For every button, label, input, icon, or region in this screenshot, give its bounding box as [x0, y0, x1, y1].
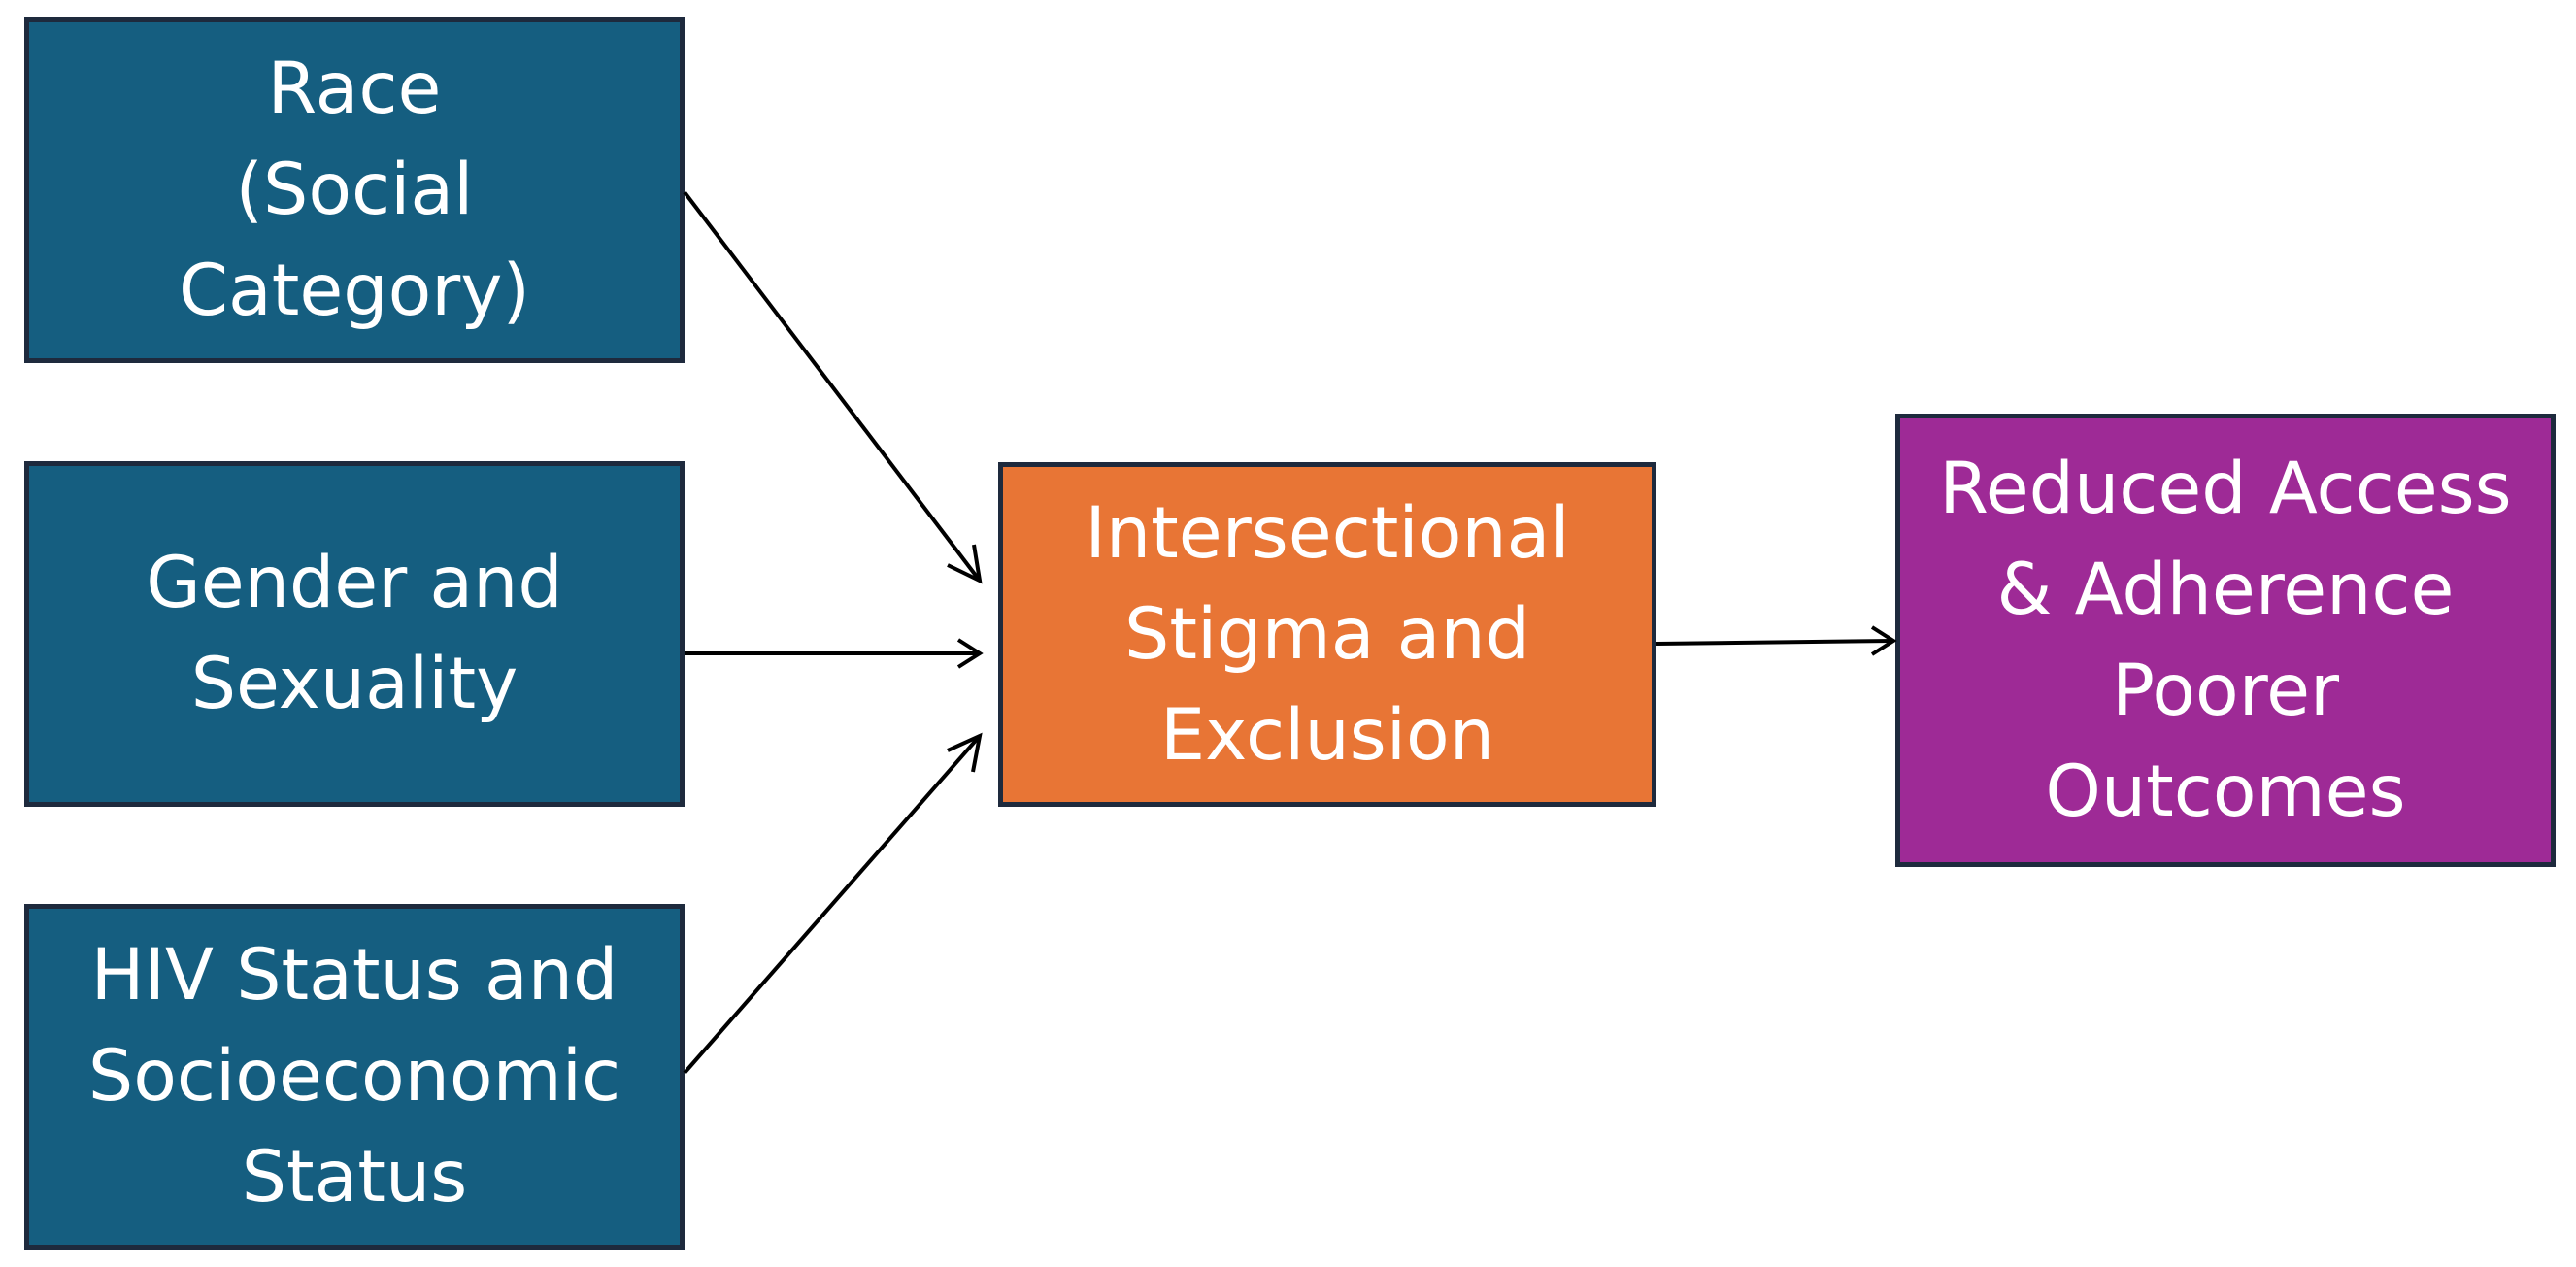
node-race: Race (Social Category)	[24, 17, 685, 363]
node-hiv-line-2: Socioeconomic	[87, 1035, 621, 1117]
node-intersectional-stigma: Intersectional Stigma and Exclusion	[998, 462, 1656, 807]
node-hiv-line-3: Status	[241, 1136, 468, 1218]
node-outcomes: Reduced Access & Adherence Poorer Outcom…	[1895, 414, 2556, 867]
node-hiv-ses-label: HIV Status and Socioeconomic Status	[29, 925, 680, 1228]
arrow-stigma-to-outcomes	[1656, 625, 1897, 656]
node-stigma-line-3: Exclusion	[1160, 693, 1494, 777]
node-outcome-line-1: Reduced Access	[1939, 447, 2512, 530]
node-outcome-line-4: Outcomes	[2045, 750, 2406, 833]
node-gender-line-2: Sexuality	[190, 643, 519, 725]
node-gender-sexuality: Gender and Sexuality	[24, 461, 685, 807]
node-intersectional-stigma-label: Intersectional Stigma and Exclusion	[1003, 483, 1652, 786]
node-hiv-line-1: HIV Status and	[90, 934, 619, 1017]
node-race-line-1: Race	[267, 48, 442, 130]
node-stigma-line-1: Intersectional	[1085, 491, 1570, 575]
arrow-gender-to-stigma	[685, 638, 984, 669]
node-outcomes-label: Reduced Access & Adherence Poorer Outcom…	[1900, 439, 2551, 843]
arrow-race-to-stigma	[683, 190, 983, 584]
node-gender-sexuality-label: Gender and Sexuality	[29, 533, 680, 735]
arrow-hiv-to-stigma	[683, 732, 983, 1075]
node-gender-line-1: Gender and	[146, 542, 563, 624]
node-race-line-2: (Social	[235, 149, 474, 231]
node-race-line-3: Category)	[179, 250, 530, 332]
node-stigma-line-2: Stigma and	[1124, 592, 1530, 676]
node-hiv-ses: HIV Status and Socioeconomic Status	[24, 904, 685, 1250]
node-outcome-line-3: Poorer	[2111, 649, 2340, 732]
node-outcome-line-2: & Adherence	[1996, 548, 2455, 631]
node-race-label: Race (Social Category)	[29, 39, 680, 342]
